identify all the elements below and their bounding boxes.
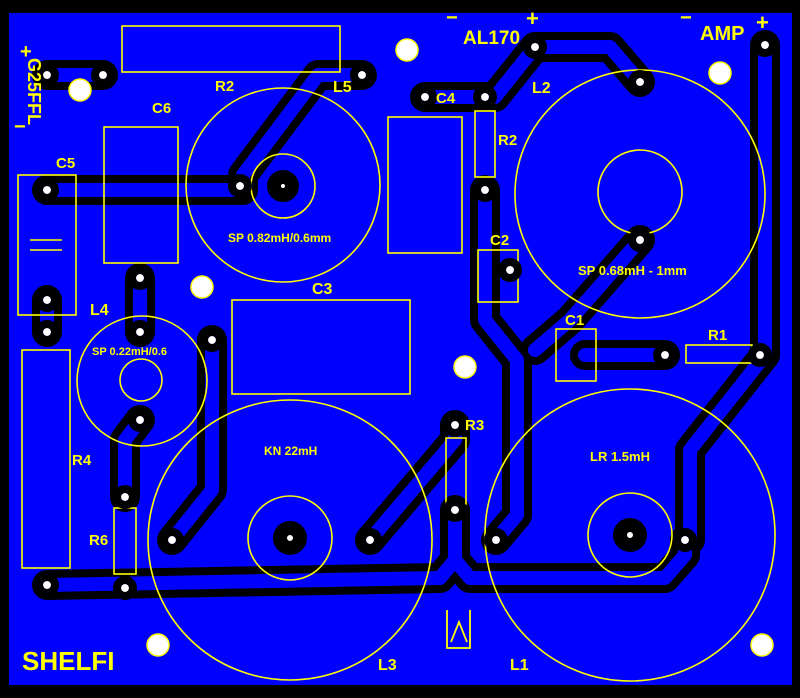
c3-label: C3: [312, 281, 333, 298]
c4-label: C4: [436, 90, 456, 107]
r3-label: R3: [465, 417, 484, 434]
logo-icon: [446, 610, 471, 649]
r2b-label: R2: [498, 132, 517, 149]
board-name: SHELFI: [22, 646, 114, 676]
input-plus-label: +: [20, 41, 32, 63]
pads: [35, 33, 777, 657]
l4-label: L4: [90, 302, 109, 319]
r2b-outline: [474, 110, 496, 178]
amp-minus-label: −: [680, 7, 692, 29]
l5-label: L5: [333, 79, 352, 96]
l3-value: KN 22mH: [264, 444, 317, 458]
l3-outline: [147, 399, 433, 681]
r2-outline: [121, 25, 341, 73]
r2-label: R2: [215, 78, 234, 95]
c5-outline: [17, 174, 77, 316]
r4-outline: [21, 349, 71, 569]
tweeter-connector-label: AL170: [463, 28, 520, 49]
l5-outline: [185, 87, 381, 283]
l3-label: L3: [378, 657, 397, 674]
l2-label: L2: [532, 80, 551, 97]
input-minus-label: −: [14, 116, 26, 138]
labels: + G25FFL − − AL170 + − AMP + R2 L5 C6 C5…: [14, 6, 769, 676]
l1-label: L1: [510, 657, 529, 674]
r1-label: R1: [708, 327, 727, 344]
c1-outline: [555, 328, 597, 382]
amp-plus-label: +: [756, 10, 769, 35]
tweeter-minus-label: −: [446, 7, 458, 29]
tweeter-plus-label: +: [526, 6, 539, 31]
c1-label: C1: [565, 312, 584, 329]
l5-value: SP 0.82mH/0.6mm: [228, 231, 331, 245]
c5-label: C5: [56, 155, 75, 172]
l2-value: SP 0.68mH - 1mm: [578, 263, 687, 278]
c6-label: C6: [152, 100, 171, 117]
c6-outline: [103, 126, 179, 264]
l1-value: LR 1.5mH: [590, 449, 650, 464]
l4-value: SP 0.22mH/0.6: [92, 346, 167, 358]
input-connector-label: G25FFL: [24, 58, 44, 125]
c2-label: C2: [490, 232, 509, 249]
l1-outline: [484, 388, 776, 682]
r4-label: R4: [72, 452, 92, 469]
amp-connector-label: AMP: [700, 23, 744, 45]
l4-outline: [76, 315, 208, 447]
c4-outline: [387, 116, 463, 254]
r6-label: R6: [89, 532, 108, 549]
c3-outline: [231, 299, 411, 395]
